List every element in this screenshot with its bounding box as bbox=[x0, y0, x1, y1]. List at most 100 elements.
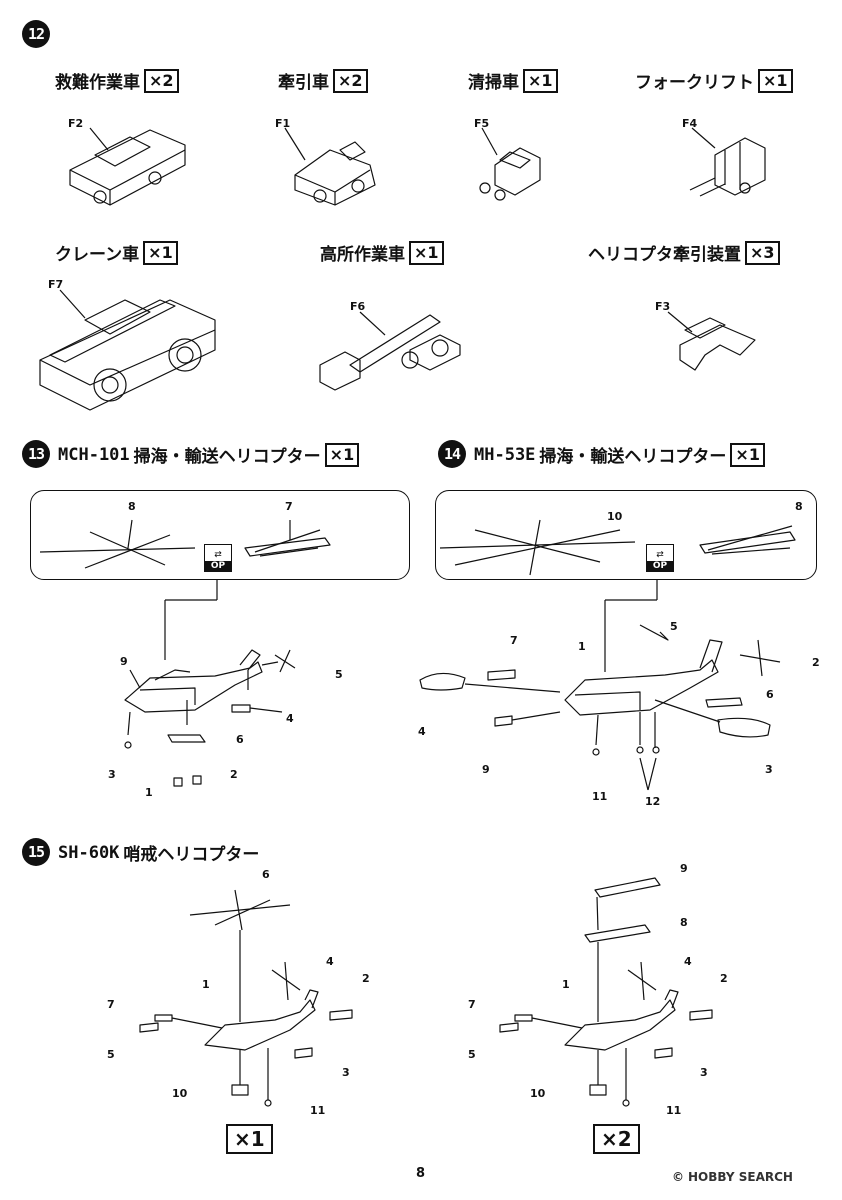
part-label: 9 bbox=[482, 763, 490, 776]
vehicle-name: 高所作業車 bbox=[320, 245, 405, 265]
part-label: 3 bbox=[108, 768, 116, 781]
variant-b-quantity: ×2 bbox=[593, 1124, 640, 1154]
mch101-helicopter-drawing bbox=[124, 649, 296, 787]
quantity-badge: ×1 bbox=[523, 68, 558, 93]
part-label: 2 bbox=[230, 768, 238, 781]
quantity-badge: ×1 bbox=[758, 68, 793, 93]
vehicle-name: 牽引車 bbox=[278, 73, 329, 93]
part-label: 11 bbox=[666, 1104, 682, 1117]
part-label: 11 bbox=[592, 790, 608, 803]
part-label: 2 bbox=[362, 972, 370, 985]
part-label: 9 bbox=[680, 862, 688, 875]
copyright-icon: © bbox=[672, 1170, 684, 1184]
part-label: 5 bbox=[107, 1048, 115, 1061]
part-label: 9 bbox=[120, 655, 128, 668]
vehicle-name: 清掃車 bbox=[468, 73, 519, 93]
part-label: 6 bbox=[766, 688, 774, 701]
part-label: 7 bbox=[468, 998, 476, 1011]
rescue-truck-drawing bbox=[69, 127, 186, 206]
model-name: MCH-101 bbox=[58, 444, 130, 465]
part-label: 10 bbox=[530, 1087, 546, 1100]
forklift-drawing bbox=[689, 127, 766, 197]
part-label: 6 bbox=[236, 733, 244, 746]
aerial-work-vehicle-drawing bbox=[319, 311, 461, 391]
tow-device-drawing bbox=[667, 311, 756, 371]
part-label: 8 bbox=[128, 500, 136, 513]
vehicle-name: フォークリフト bbox=[635, 73, 754, 93]
watermark-text: HOBBY SEARCH bbox=[688, 1170, 793, 1184]
part-label: 1 bbox=[202, 978, 210, 991]
mch101-main-rotor-option bbox=[39, 519, 196, 569]
part-label: 1 bbox=[145, 786, 153, 799]
part-label: 7 bbox=[510, 634, 518, 647]
vehicle-title-aerial: 高所作業車 ×1 bbox=[320, 240, 444, 265]
part-label: F2 bbox=[68, 117, 84, 130]
quantity-badge: ×2 bbox=[144, 68, 179, 93]
mh53e-helicopter-drawing bbox=[419, 624, 781, 791]
vehicle-title-tow-device: ヘリコプタ牽引装置 ×3 bbox=[588, 240, 780, 265]
step-14-title: MH-53E 掃海・輸送ヘリコプター ×1 bbox=[474, 442, 765, 467]
part-label: 2 bbox=[812, 656, 820, 669]
part-label: 1 bbox=[562, 978, 570, 991]
aircraft-type: 掃海・輸送ヘリコプター bbox=[133, 447, 321, 467]
quantity-badge: ×1 bbox=[409, 240, 444, 265]
option-parts-box bbox=[30, 490, 410, 580]
watermark: © HOBBY SEARCH bbox=[672, 1170, 793, 1184]
model-name: MH-53E bbox=[474, 444, 536, 465]
quantity-badge: ×1 bbox=[324, 442, 360, 467]
part-label: 10 bbox=[172, 1087, 188, 1100]
part-label: F7 bbox=[48, 278, 64, 291]
vehicle-name: クレーン車 bbox=[55, 245, 140, 265]
part-label: 10 bbox=[607, 510, 623, 523]
vehicle-title-crane: クレーン車 ×1 bbox=[55, 240, 178, 265]
quantity-badge: ×3 bbox=[745, 240, 780, 265]
part-label: 1 bbox=[578, 640, 586, 653]
mh53e-main-rotor-option bbox=[439, 519, 636, 576]
part-label: 12 bbox=[645, 795, 661, 808]
step-15-title: SH-60K 哨戒ヘリコプター bbox=[58, 840, 260, 866]
variant-a-quantity: ×1 bbox=[226, 1124, 273, 1154]
part-label: F4 bbox=[682, 117, 698, 130]
option-part-icon: ⇄ OP bbox=[646, 544, 674, 572]
part-label: 8 bbox=[795, 500, 803, 513]
option-part-icon: ⇄ OP bbox=[204, 544, 232, 572]
option-parts-box bbox=[435, 490, 817, 580]
aircraft-type: 哨戒ヘリコプター bbox=[123, 845, 260, 865]
part-label: F1 bbox=[275, 117, 291, 130]
vehicle-title-rescue: 救難作業車 ×2 bbox=[55, 68, 179, 93]
part-label: 3 bbox=[700, 1066, 708, 1079]
vehicle-name: ヘリコプタ牽引装置 bbox=[588, 245, 741, 265]
part-label: 8 bbox=[680, 916, 688, 929]
part-label: 4 bbox=[286, 712, 294, 725]
part-label: 3 bbox=[342, 1066, 350, 1079]
part-label: 7 bbox=[107, 998, 115, 1011]
part-label: 4 bbox=[684, 955, 692, 968]
vehicle-title-tow: 牽引車 ×2 bbox=[278, 68, 368, 93]
part-label: 5 bbox=[670, 620, 678, 633]
sh60k-variant-a-drawing bbox=[139, 889, 353, 1107]
part-label: F3 bbox=[655, 300, 671, 313]
part-label: 7 bbox=[285, 500, 293, 513]
aircraft-type: 掃海・輸送ヘリコプター bbox=[539, 447, 727, 467]
quantity-badge: ×1 bbox=[143, 240, 178, 265]
step-13-badge: 13 bbox=[22, 440, 50, 468]
sweeper-drawing bbox=[479, 127, 541, 201]
part-label: F5 bbox=[474, 117, 490, 130]
part-label: F6 bbox=[350, 300, 366, 313]
part-label: 4 bbox=[326, 955, 334, 968]
part-label: 2 bbox=[720, 972, 728, 985]
part-label: 4 bbox=[418, 725, 426, 738]
quantity-badge: ×2 bbox=[333, 68, 368, 93]
vehicle-title-forklift: フォークリフト ×1 bbox=[635, 68, 793, 93]
sh60k-variant-b-drawing bbox=[499, 877, 713, 1107]
part-label: 5 bbox=[468, 1048, 476, 1061]
quantity-badge: ×1 bbox=[730, 442, 765, 467]
step-13-title: MCH-101 掃海・輸送ヘリコプター ×1 bbox=[58, 442, 360, 467]
part-label: 6 bbox=[262, 868, 270, 881]
part-label: 3 bbox=[765, 763, 773, 776]
vehicle-name: 救難作業車 bbox=[55, 73, 140, 93]
page-number: 8 bbox=[416, 1166, 426, 1181]
vehicle-title-sweeper: 清掃車 ×1 bbox=[468, 68, 558, 93]
step-14-badge: 14 bbox=[438, 440, 466, 468]
